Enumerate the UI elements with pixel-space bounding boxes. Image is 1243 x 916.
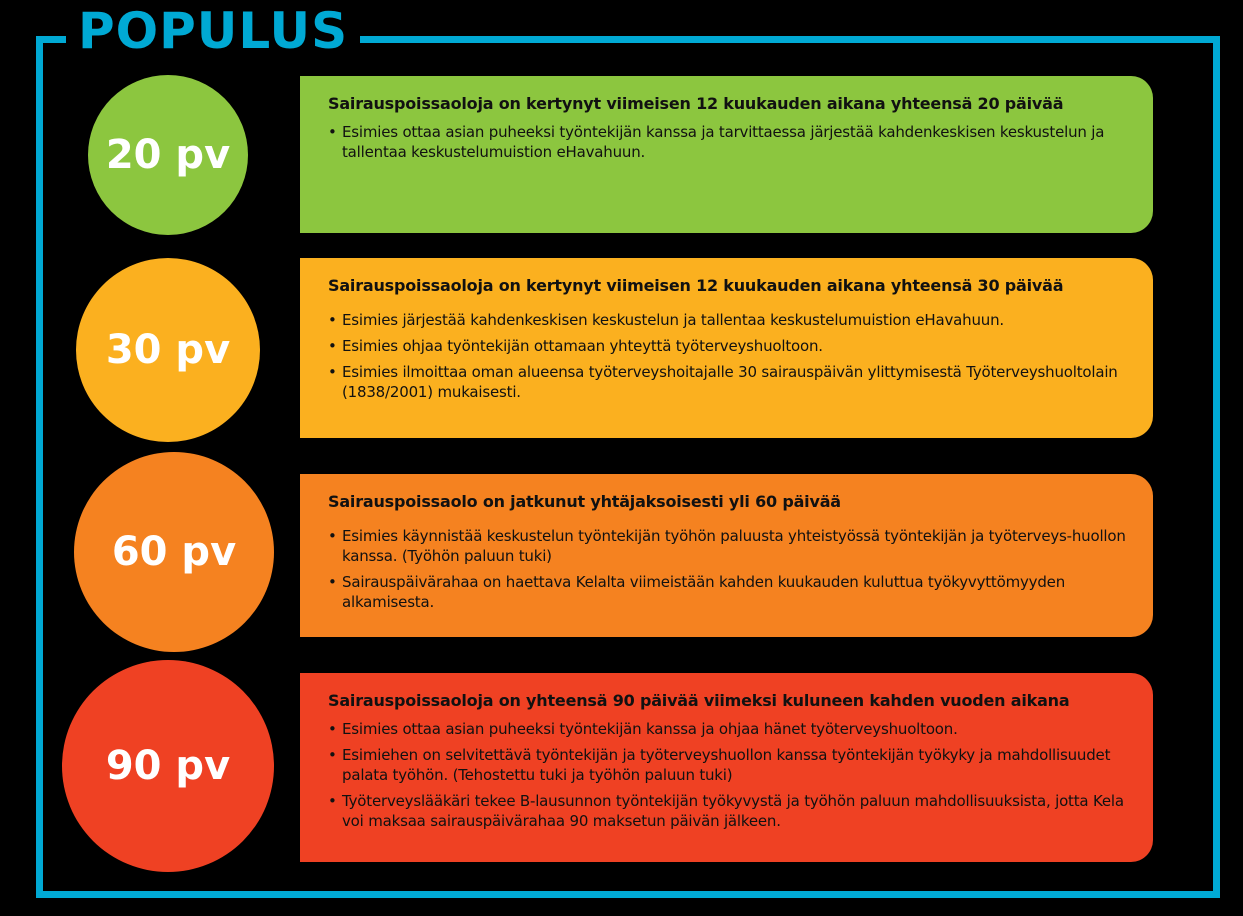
stage-bullet: • Esimies käynnistää keskustelun työnteki… — [328, 526, 1137, 566]
stage-heading: Sairauspoissaoloja on yhteensä 90 päivää… — [328, 691, 1070, 710]
circle-60-pv: 60 pv — [74, 452, 274, 652]
stage-box-90-pv: Sairauspoissaoloja on yhteensä 90 päivää… — [300, 673, 1153, 862]
stage-bullet: • Esimies ottaa asian puheeksi työntekijä… — [328, 719, 1137, 739]
stage-bullet-list: • Esimies ottaa asian puheeksi työntekijä… — [328, 122, 1137, 162]
bullet-text: Esimies käynnistää keskustelun työntekij… — [342, 527, 1126, 565]
bullet-icon: • — [328, 527, 337, 545]
stage-bullet-list: • Esimies käynnistää keskustelun työnteki… — [328, 526, 1137, 612]
stage-bullet: • Esimies järjestää kahdenkeskisen keskus… — [328, 310, 1137, 330]
stage-bullet-list: • Esimies järjestää kahdenkeskisen keskus… — [328, 310, 1137, 402]
bullet-icon: • — [328, 746, 337, 764]
stage-bullet: • Sairauspäivärahaa on haettava Kelalta v… — [328, 572, 1137, 612]
circle-label: 60 pv — [111, 529, 237, 575]
bullet-icon: • — [328, 363, 337, 381]
circle-label: 30 pv — [105, 327, 231, 373]
stage-heading: Sairauspoissaolo on jatkunut yhtäjaksois… — [328, 492, 841, 511]
circle-30-pv: 30 pv — [76, 258, 260, 442]
bullet-icon: • — [328, 792, 337, 810]
bullet-text: Esimies ottaa asian puheeksi työntekijän… — [342, 123, 1105, 161]
stage-bullet: • Esimies ohjaa työntekijän ottamaan yhte… — [328, 336, 1137, 356]
title-container: POPULUS — [66, 0, 361, 70]
outer-frame — [36, 36, 1220, 898]
bullet-text: Esimies ottaa asian puheeksi työntekijän… — [342, 720, 958, 738]
bullet-text: Esimies ilmoittaa oman alueensa työterve… — [342, 363, 1118, 401]
stage-box-20-pv: Sairauspoissaoloja on kertynyt viimeisen… — [300, 76, 1153, 233]
bullet-text: Esimiehen on selvitettävä työntekijän ja… — [342, 746, 1111, 784]
stage-heading: Sairauspoissaoloja on kertynyt viimeisen… — [328, 94, 1064, 113]
bullet-text: Sairauspäivärahaa on haettava Kelalta vi… — [342, 573, 1066, 611]
bullet-icon: • — [328, 337, 337, 355]
circle-label: 20 pv — [105, 132, 231, 178]
bullet-icon: • — [328, 573, 337, 591]
stage-heading: Sairauspoissaoloja on kertynyt viimeisen… — [328, 276, 1064, 295]
circle-label: 90 pv — [105, 743, 231, 789]
stage-bullet: • Esimies ilmoittaa oman alueensa työterv… — [328, 362, 1137, 402]
bullet-text: Esimies järjestää kahdenkeskisen keskust… — [342, 311, 1004, 329]
stage-bullet-list: • Esimies ottaa asian puheeksi työntekijä… — [328, 719, 1137, 831]
stage-bullet: • Esimies ottaa asian puheeksi työntekijä… — [328, 122, 1137, 162]
stage-box-30-pv: Sairauspoissaoloja on kertynyt viimeisen… — [300, 258, 1153, 438]
circle-20-pv: 20 pv — [88, 75, 248, 235]
stage-bullet: • Esimiehen on selvitettävä työntekijän j… — [328, 745, 1137, 785]
bullet-icon: • — [328, 720, 337, 738]
bullet-text: Esimies ohjaa työntekijän ottamaan yhtey… — [342, 337, 823, 355]
stage-box-60-pv: Sairauspoissaolo on jatkunut yhtäjaksois… — [300, 474, 1153, 637]
circle-90-pv: 90 pv — [62, 660, 274, 872]
stage-bullet: • Työterveyslääkäri tekee B-lausunnon työ… — [328, 791, 1137, 831]
bullet-icon: • — [328, 311, 337, 329]
bullet-text: Työterveyslääkäri tekee B-lausunnon työn… — [342, 792, 1124, 830]
page-title: POPULUS — [78, 2, 349, 60]
bullet-icon: • — [328, 123, 337, 141]
